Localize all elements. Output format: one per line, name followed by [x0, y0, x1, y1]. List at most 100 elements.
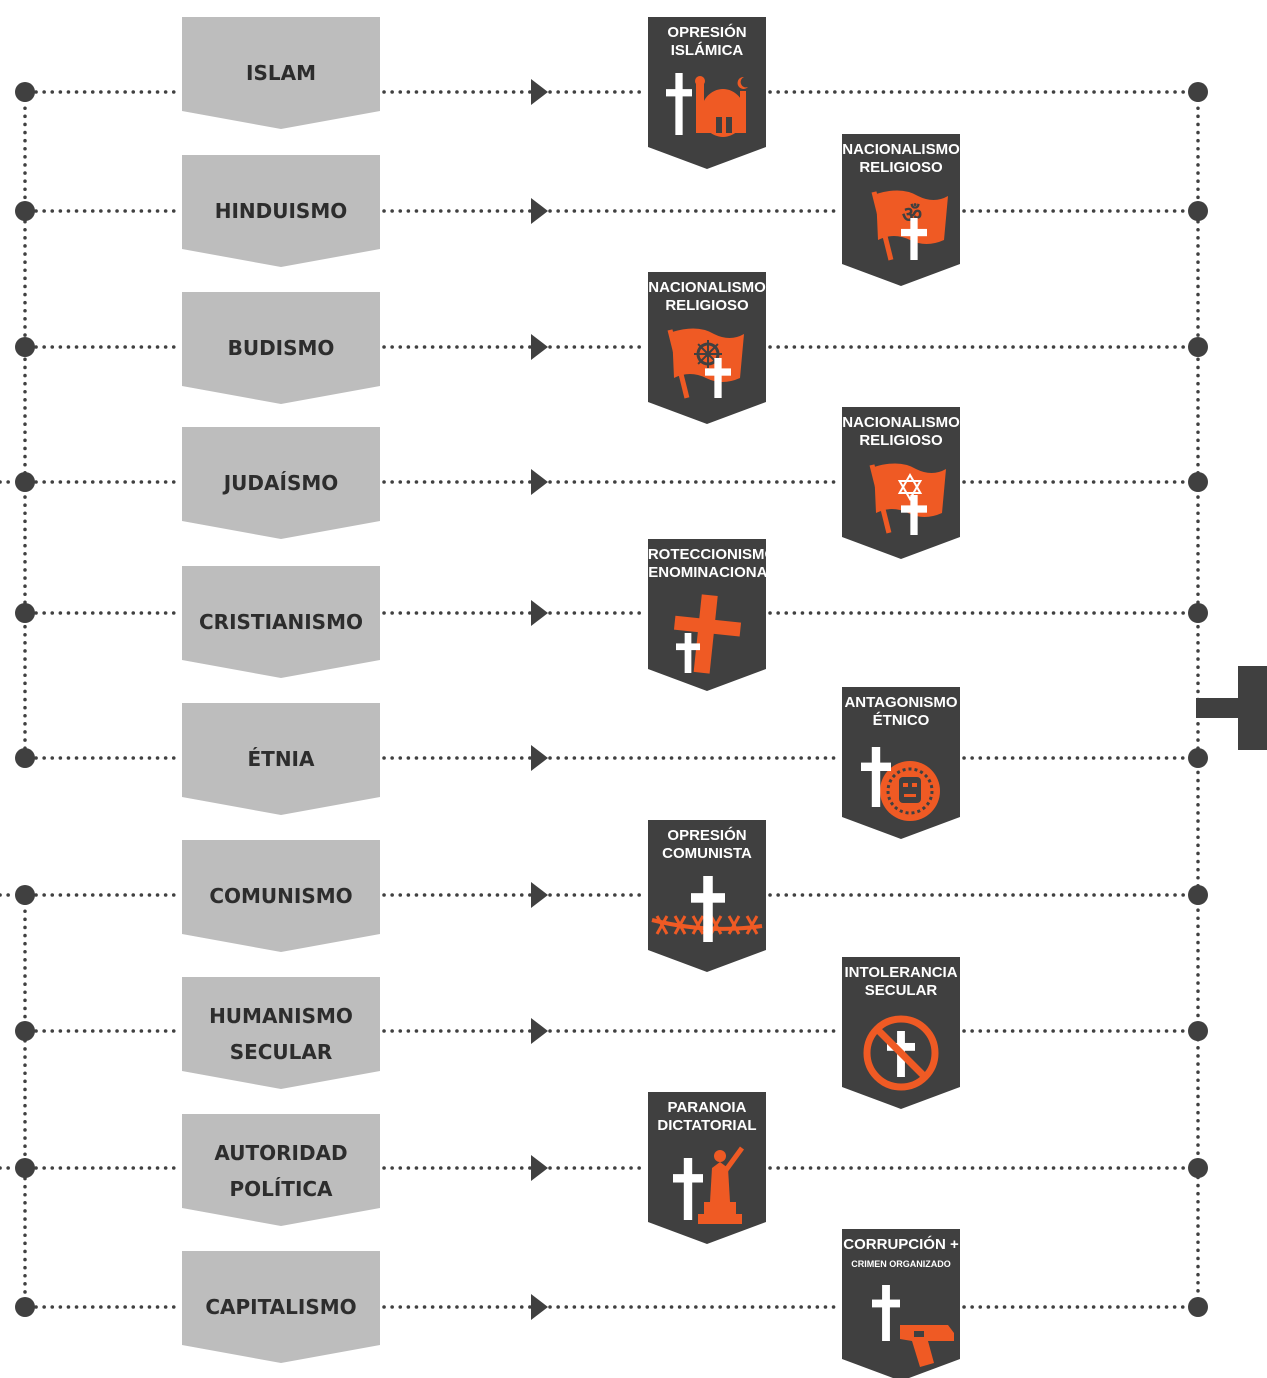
arrowhead-icon: [531, 1294, 548, 1320]
connector-node: [15, 1158, 35, 1178]
cross-icon: [871, 747, 881, 807]
connector-node: [15, 748, 35, 768]
connector-node: [1188, 1297, 1208, 1317]
badge-label: PARANOIA: [668, 1099, 747, 1116]
source-label: POLÍTICA: [229, 1177, 333, 1201]
badge-label: OPRESIÓN: [667, 23, 746, 41]
source-chevron: [182, 977, 380, 1089]
badge-label: RELIGIOSO: [859, 159, 943, 176]
arrowhead-icon: [531, 334, 548, 360]
flow-row: CAPITALISMO CORRUPCIÓN + CRIMEN ORGANIZADO: [15, 1229, 1208, 1378]
source-chevron: [182, 1251, 380, 1363]
badge-label: RELIGIOSO: [859, 432, 943, 449]
dharma-wheel-flag-icon: [667, 328, 744, 399]
badge-label: PROTECCIONISMO: [638, 546, 777, 563]
badge-label: CORRUPCIÓN +: [843, 1235, 959, 1253]
cross-icon: [882, 1285, 890, 1341]
badge-label: SECULAR: [865, 982, 938, 999]
badge-label: CRIMEN ORGANIZADO: [851, 1259, 951, 1269]
source-label: AUTORIDAD: [214, 1141, 347, 1165]
star-of-david-flag-icon: [869, 463, 946, 535]
connector-lines: [0, 90, 1200, 1309]
source-chevron: [182, 427, 380, 539]
badge-label: ÉTNICO: [873, 712, 930, 729]
source-label: ISLAM: [246, 61, 316, 85]
connector-node: [1188, 472, 1208, 492]
connector-node: [15, 1021, 35, 1041]
cross-icon: [703, 876, 713, 942]
mosque-icon: [666, 73, 748, 137]
cross-icon: [675, 73, 683, 135]
connector-node: [15, 603, 35, 623]
arrowhead-icon: [531, 469, 548, 495]
connector-node: [1188, 201, 1208, 221]
arrowhead-icon: [531, 79, 548, 105]
source-label: ÉTNIA: [248, 747, 315, 771]
connector-node: [1188, 1021, 1208, 1041]
large-cross-icon: [673, 594, 742, 674]
source-label: BUDISMO: [228, 336, 335, 360]
diagram-rows: ISLAMOPRESIÓNISLÁMICAHINDUISMONACIONALIS…: [15, 17, 1208, 1378]
source-chevron: [182, 155, 380, 267]
source-chevron: [182, 566, 380, 678]
statue-icon: [673, 1146, 745, 1224]
source-label: CRISTIANISMO: [199, 610, 363, 634]
badge-label: NACIONALISMO: [648, 279, 766, 296]
source-label: JUDAÍSMO: [222, 471, 339, 495]
prohibited-icon: [863, 1015, 939, 1091]
badge-label: DICTATORIAL: [657, 1117, 756, 1134]
connector-node: [15, 885, 35, 905]
source-label: HINDUISMO: [215, 199, 348, 223]
source-label: CAPITALISMO: [205, 1295, 356, 1319]
connector-node: [15, 201, 35, 221]
badge-label: OPRESIÓN: [667, 826, 746, 844]
connector-node: [15, 1297, 35, 1317]
source-chevron: [182, 1114, 380, 1226]
arrowhead-icon: [531, 198, 548, 224]
tribal-mask-icon: [861, 747, 940, 821]
source-label: COMUNISMO: [209, 884, 352, 908]
right-arrow-icon: [1196, 666, 1267, 750]
connector-node: [1188, 82, 1208, 102]
cross-icon: [714, 358, 722, 398]
arrowhead-icon: [531, 882, 548, 908]
source-label: HUMANISMO: [209, 1004, 353, 1028]
connector-node: [1188, 885, 1208, 905]
arrowhead-icon: [531, 1018, 548, 1044]
connector-node: [15, 82, 35, 102]
source-chevron: [182, 703, 380, 815]
badge-label: NACIONALISMO: [842, 141, 960, 158]
arrowhead-icon: [531, 1155, 548, 1181]
cross-icon: [684, 633, 692, 673]
handgun-icon: [872, 1285, 954, 1367]
arrowhead-icon: [531, 745, 548, 771]
connector-node: [1188, 1158, 1208, 1178]
arrowhead-icon: [531, 600, 548, 626]
cross-icon: [910, 218, 918, 260]
source-chevron: [182, 17, 380, 129]
om-flag-icon: ॐ: [871, 190, 948, 261]
badge-label: COMUNISTA: [662, 845, 752, 862]
cross-icon: [683, 1158, 693, 1220]
badge-label: ANTAGONISMO: [844, 694, 957, 711]
barbed-wire-icon: [651, 876, 763, 942]
source-chevron: [182, 840, 380, 952]
badge-label: DENOMINACIONAL: [637, 564, 776, 581]
badge-label: ISLÁMICA: [671, 42, 744, 59]
badge-label: INTOLERANCIA: [844, 964, 957, 981]
connector-node: [15, 472, 35, 492]
badge-label: RELIGIOSO: [665, 297, 749, 314]
cross-icon: [910, 495, 918, 535]
result-badge: [648, 1092, 766, 1244]
badge-label: NACIONALISMO: [842, 414, 960, 431]
